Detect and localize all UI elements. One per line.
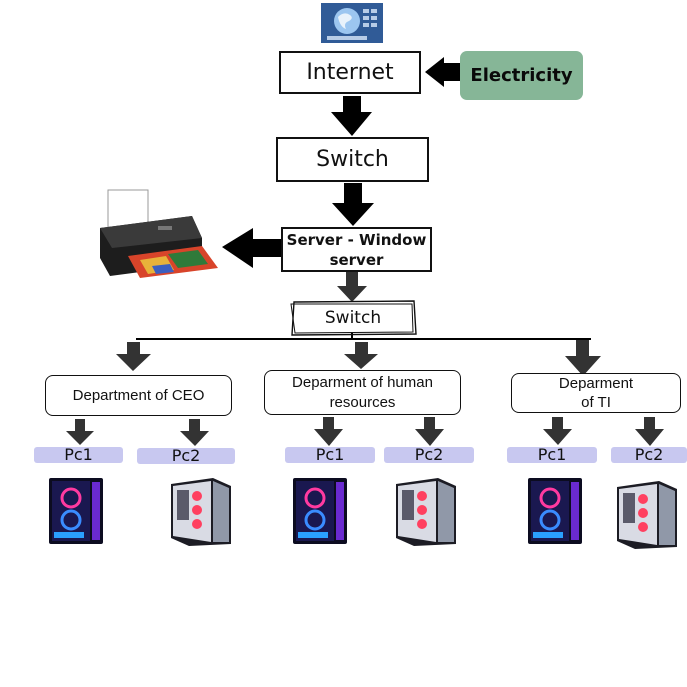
arrow-internet-to-switch [331,96,372,136]
pc-tower-icon [528,478,582,544]
pc-tower-icon [617,481,677,549]
switch-mid-box: Switch [292,303,414,333]
server-label-line1: Server - Window [286,230,427,249]
department-ceo-box: Department of CEO [45,375,232,416]
arrow-ti-pc2 [635,417,664,446]
pc-tower-icon [49,478,103,544]
switch-top-box: Switch [276,137,429,182]
department-ceo-label: Department of CEO [72,387,205,404]
arrow-ceo-pc2 [180,419,209,446]
department-hr-label-line1: Deparment of human [292,373,433,391]
pc-tower-icon [396,478,456,546]
pc-tower-icon [293,478,347,544]
pc-tower-icon [171,478,231,546]
printer-icon [100,189,218,278]
arrow-switch-to-server [332,183,374,226]
department-ti-label-line1: Deparment [558,375,634,392]
pc-label-text: Pc1 [64,445,93,464]
arrow-server-to-printer [222,228,281,268]
pc-label-text: Pc1 [315,445,345,464]
arrow-hr-pc2 [415,417,444,446]
server-label-line2: server [329,250,384,269]
pc-label-hr-1: Pc1 [285,447,375,463]
electricity-box: Electricity [460,51,583,100]
department-ti-label-line2: of TI [581,394,611,411]
arrow-hr-pc1 [314,417,343,446]
arrow-server-to-switch2 [337,272,367,302]
pc-label-ceo-2: Pc2 [137,448,235,464]
pc-label-text: Pc2 [171,446,201,465]
pc-label-hr-2: Pc2 [384,447,474,463]
pc-label-text: Pc1 [537,445,567,464]
department-ti-box: Deparment of TI [511,373,681,413]
arrow-electricity-to-internet [425,57,460,87]
arrow-to-dept-ceo [116,342,151,371]
pc-label-text: Pc2 [414,445,444,464]
arrow-to-dept-ti [565,340,601,376]
pc-label-ti-2: Pc2 [611,447,687,463]
arrow-ti-pc1 [543,417,572,445]
electricity-label: Electricity [470,65,573,86]
department-hr-box: Deparment of human resources [264,370,461,415]
switch-mid-label: Switch [324,308,382,328]
pc-label-text: Pc2 [634,445,664,464]
pc-label-ceo-1: Pc1 [34,447,123,463]
department-hr-label-line2: resources [329,393,396,411]
pc-label-ti-1: Pc1 [507,447,597,463]
switch-mid-frame [290,300,417,336]
arrow-to-dept-hr [344,342,378,369]
globe-keyboard-icon [321,3,383,43]
server-box: Server - Window server [281,227,432,272]
internet-label: Internet [306,60,394,85]
arrow-ceo-pc1 [66,419,94,445]
switch-top-label: Switch [316,147,389,172]
internet-box: Internet [279,51,421,94]
